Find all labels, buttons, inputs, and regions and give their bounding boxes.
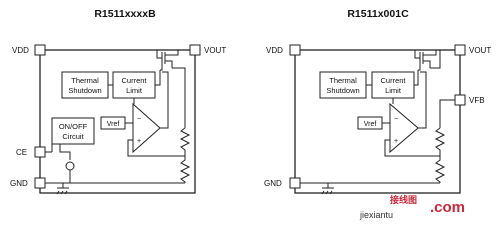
right-pin-vfb bbox=[454, 94, 466, 106]
left-gate-wire bbox=[160, 64, 163, 71]
left-label-vout: VOUT bbox=[204, 46, 226, 55]
right-pass-transistor bbox=[414, 49, 441, 68]
watermark-domain: .com bbox=[430, 199, 465, 216]
right-title: R1511x001C bbox=[347, 8, 409, 20]
block-diagrams: R1511xxxxB VDD VOUT CE GND Thermal Shutd… bbox=[10, 8, 491, 220]
right-label-vout: VOUT bbox=[469, 46, 491, 55]
right-current-line2: Limit bbox=[385, 86, 402, 95]
left-current-line2: Limit bbox=[126, 86, 143, 95]
right-gate-wire bbox=[418, 64, 421, 71]
watermark-brand: 接线图 bbox=[390, 194, 417, 205]
right-opamp-wires bbox=[382, 71, 440, 157]
left-label-gnd: GND bbox=[10, 179, 28, 188]
left-label-ce: CE bbox=[16, 148, 27, 157]
right-label-gnd: GND bbox=[264, 179, 282, 188]
left-pin-ce bbox=[34, 146, 46, 158]
left-vout-wire bbox=[172, 67, 186, 128]
right-error-amplifier bbox=[389, 102, 419, 154]
watermark: 接线图 jiexiantu .com bbox=[359, 194, 465, 220]
left-pulldown-source bbox=[65, 161, 75, 171]
left-label-vdd: VDD bbox=[12, 46, 29, 55]
left-opamp-plus: + bbox=[137, 138, 141, 145]
left-pin-vout bbox=[189, 44, 201, 56]
left-onoff-line2: Circuit bbox=[62, 132, 84, 141]
right-pin-vdd bbox=[289, 44, 301, 56]
right-current-line1: Current bbox=[380, 76, 406, 85]
left-opamp-minus: − bbox=[137, 116, 141, 123]
right-thermal-line1: Thermal bbox=[329, 76, 357, 85]
right-ground-symbol bbox=[321, 183, 334, 195]
left-thermal-line1: Thermal bbox=[71, 76, 99, 85]
left-current-line1: Current bbox=[121, 76, 147, 85]
right-vout-vfb-wires bbox=[430, 50, 455, 128]
left-diagram: R1511xxxxB VDD VOUT CE GND Thermal Shutd… bbox=[10, 8, 226, 195]
right-thermal-line2: Shutdown bbox=[326, 86, 359, 95]
left-opamp-wires bbox=[125, 71, 185, 157]
left-ground-symbol bbox=[56, 183, 69, 195]
right-vref-label: Vref bbox=[364, 121, 377, 128]
left-pass-transistor bbox=[156, 49, 183, 68]
left-thermal-line2: Shutdown bbox=[68, 86, 101, 95]
right-pin-vout bbox=[454, 44, 466, 56]
left-ce-wires bbox=[45, 131, 71, 160]
left-pin-gnd bbox=[34, 177, 46, 189]
right-feedback-resistors bbox=[434, 127, 446, 183]
right-diagram: R1511x001C VDD VOUT VFB GND Thermal Shut… bbox=[264, 8, 491, 195]
right-block-wires bbox=[366, 70, 419, 104]
left-pin-vdd bbox=[34, 44, 46, 56]
watermark-site: jiexiantu bbox=[359, 210, 393, 220]
right-label-vfb: VFB bbox=[469, 96, 485, 105]
right-thermal-shutdown-block bbox=[319, 71, 367, 99]
left-error-amplifier bbox=[132, 102, 161, 154]
left-onoff-line1: ON/OFF bbox=[59, 122, 88, 131]
left-title: R1511xxxxB bbox=[94, 8, 156, 20]
left-feedback-resistors bbox=[179, 127, 191, 183]
right-opamp-plus: + bbox=[394, 138, 398, 145]
left-vref-label: Vref bbox=[107, 121, 120, 128]
left-block-wires bbox=[108, 70, 161, 104]
right-label-vdd: VDD bbox=[266, 46, 283, 55]
left-thermal-shutdown-block bbox=[61, 71, 109, 99]
right-opamp-minus: − bbox=[394, 116, 398, 123]
right-pin-gnd bbox=[289, 177, 301, 189]
